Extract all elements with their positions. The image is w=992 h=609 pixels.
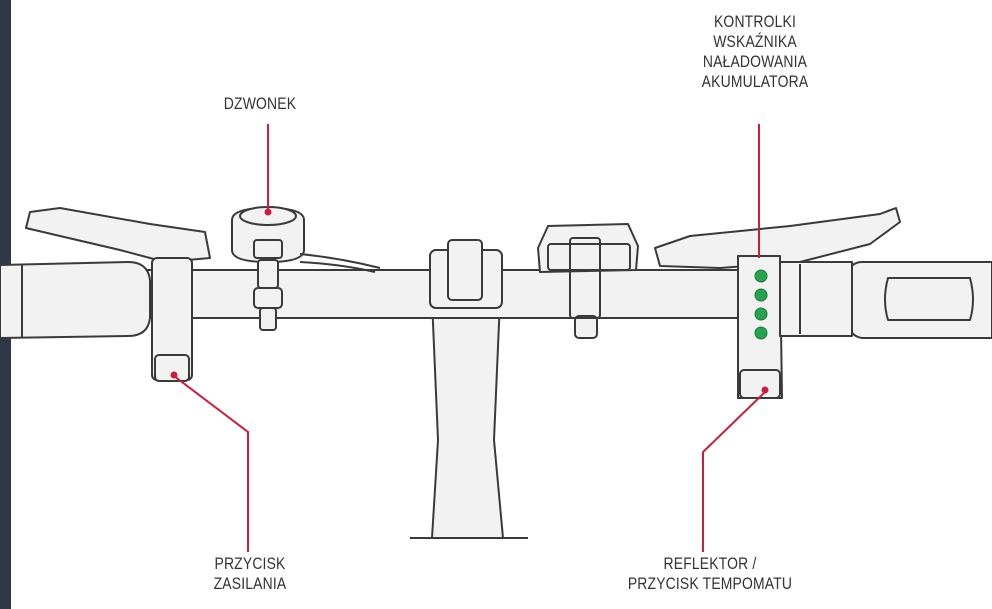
throttle-ring (779, 261, 853, 337)
light-button-dot (761, 386, 769, 394)
right-grip (847, 261, 992, 339)
battery-indicator-light-1 (754, 269, 768, 283)
light-label-line-2: PRZYCISK TEMPOMATU (627, 574, 793, 593)
battery-indicator-light-2 (754, 288, 768, 302)
power-button-label: PRZYCISK ZASILANIA (197, 554, 304, 594)
battery-label-line-2: WSKAŹNIKA (713, 32, 797, 51)
battery-label-line-1: KONTROLKI (713, 12, 797, 31)
bell-label: DZWONEK (203, 94, 318, 114)
right-brake-lever (654, 207, 901, 269)
battery-label-line-3: NAŁADOWANIA (702, 52, 808, 71)
battery-indicator-light-3 (754, 307, 768, 321)
left-grip (0, 261, 151, 339)
power-leader (173, 375, 249, 552)
power-button (154, 354, 190, 382)
battery-label-line-4: AKUMULATORA (701, 72, 809, 91)
light-cruise-button (739, 369, 781, 399)
battery-indicator-light-4 (754, 326, 768, 340)
power-label-line-2: ZASILANIA (213, 574, 287, 593)
battery-indicator-lights (754, 269, 768, 340)
bell-label-line: DZWONEK (223, 94, 297, 113)
bell-top-dot (264, 208, 272, 216)
battery-indicator-label: KONTROLKI WSKAŹNIKA NAŁADOWANIA AKUMULAT… (694, 12, 817, 92)
light-cruise-label: REFLEKTOR / PRZYCISK TEMPOMATU (608, 554, 813, 594)
power-button-dot (170, 371, 178, 379)
left-brake-lever (25, 207, 211, 263)
light-cruise-leader (702, 391, 766, 552)
light-label-line-1: REFLEKTOR / (663, 554, 757, 573)
leader-lines (173, 124, 766, 552)
power-label-line-1: PRZYCISK (214, 554, 286, 573)
stem (431, 299, 504, 539)
